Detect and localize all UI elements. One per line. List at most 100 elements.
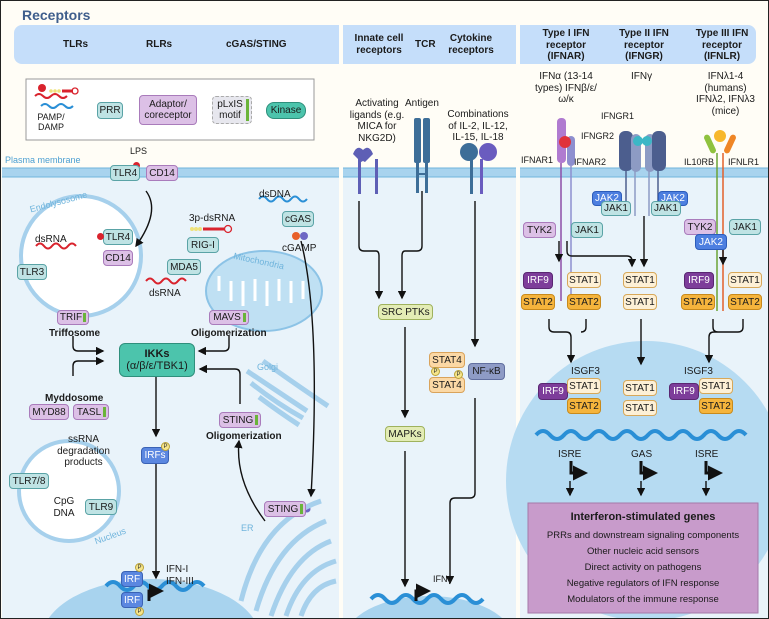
motif-bar — [300, 504, 303, 514]
mda5: MDA5 — [167, 259, 201, 275]
antigen-label: Antigen — [405, 98, 439, 109]
tlr4-membrane: TLR4 — [110, 165, 140, 181]
er-label: ER — [241, 523, 254, 533]
isg-item: Modulators of the immune response — [567, 594, 719, 605]
dsdna-label: dsDNA — [259, 189, 291, 200]
stat1-nuc-2: STAT1 — [623, 380, 657, 396]
cytokine-receptors — [460, 143, 497, 194]
jak2-ifnlr: JAK2 — [695, 234, 727, 250]
cd14-endo: CD14 — [103, 250, 133, 266]
isg-item: PRRs and downstream signaling components — [546, 530, 740, 541]
ikks-subunits: (α/β/ε/TBK1) — [126, 360, 188, 372]
motif-bar — [246, 99, 249, 121]
header-tcr: TCR — [415, 39, 436, 50]
sting-er: STING — [264, 501, 306, 517]
trif: TRIF — [57, 310, 89, 325]
gas-label: GAS — [631, 449, 653, 460]
jak1-ifnar: JAK1 — [571, 222, 603, 238]
cgas: cGAS — [282, 211, 314, 227]
oligomerization-label-sting: Oligomerization — [206, 431, 282, 442]
nf-kb: NF-κB — [468, 363, 505, 380]
rig-i: RIG-I — [187, 237, 219, 253]
motif-bar — [255, 415, 258, 425]
legend-adaptor: Adaptor/ coreceptor — [139, 95, 197, 125]
sting-golgi: STING — [219, 412, 261, 428]
phospho-icon: P — [135, 607, 144, 616]
stat2-3: STAT2 — [681, 294, 715, 310]
header-rlrs: RLRs — [146, 39, 173, 50]
sting-label: STING — [267, 503, 299, 515]
stat1-3: STAT1 — [623, 294, 657, 310]
src-ptks: SRC PTKs — [378, 304, 433, 320]
stat2-1: STAT2 — [521, 294, 555, 310]
isgf3-label-1: ISGF3 — [571, 366, 600, 377]
ifnlr — [704, 130, 736, 311]
stat2-4: STAT2 — [728, 294, 762, 310]
legend-kinase: Kinase — [266, 102, 306, 119]
stat4-top: STAT4 — [429, 352, 465, 368]
tasl-label: TASL — [76, 406, 102, 418]
motif-bar — [243, 313, 246, 322]
phospho-icon: P — [431, 367, 440, 376]
ifnar1-label: IFNAR1 — [521, 155, 554, 165]
ssrna-label: ssRNA degradation products — [57, 434, 110, 468]
ifn-output-label: IFN-I IFN-III — [166, 564, 194, 587]
header-type2: Type II IFN receptor (IFNGR) — [619, 28, 669, 62]
lps-dot-endo — [97, 233, 104, 240]
stat1-4: STAT1 — [728, 272, 762, 288]
stat2-2: STAT2 — [567, 294, 601, 310]
mapks: MAPKs — [385, 426, 425, 442]
stat1-nuc-1: STAT1 — [567, 378, 601, 394]
ifngr1-label: IFNGR1 — [601, 111, 635, 121]
phospho-icon: P — [454, 370, 463, 379]
stat4-bottom: STAT4 — [429, 377, 465, 393]
legend-pamp: PAMP/ DAMP — [37, 112, 65, 133]
legend-prr: PRR — [97, 102, 123, 119]
triffosome-label: Triffosome — [49, 328, 101, 339]
trif-label: TRIF — [59, 312, 83, 323]
header-band — [14, 25, 756, 64]
jak1-ifnlr: JAK1 — [729, 219, 761, 235]
jak1-left: JAK1 — [601, 201, 631, 216]
phospho-icon: P — [135, 563, 144, 572]
stat1-2: STAT1 — [623, 272, 657, 288]
ifnlr1-label: IFNLR1 — [728, 157, 760, 167]
ikks: IKKs (α/β/ε/TBK1) — [119, 343, 195, 377]
jak1-right: JAK1 — [651, 201, 681, 216]
ikks-label: IKKs — [144, 348, 170, 360]
myd88: MYD88 — [29, 404, 69, 420]
stat2-nuc-1: STAT2 — [567, 398, 601, 414]
irf-top: IRF — [121, 571, 143, 587]
il10rb-label: IL10RB — [684, 157, 715, 167]
oligomerization-label-mavs: Oligomerization — [191, 328, 267, 339]
ifng-ligand-label: IFNγ — [631, 71, 653, 82]
isg-item: Negative regulators of IFN response — [566, 578, 720, 589]
myddosome-label: Myddosome — [45, 393, 104, 404]
tlr9: TLR9 — [85, 499, 117, 515]
ifnl-ligands-label: IFNλ1-4 (humans) IFNλ2, IFNλ3 (mice) — [696, 71, 755, 117]
golgi — [245, 358, 330, 428]
irf9-nuc-2: IRF9 — [669, 383, 699, 400]
nucleus-left — [48, 579, 254, 618]
isg-title: Interferon-stimulated genes — [570, 511, 716, 523]
ifna-ligands-label: IFNα (13-14 types) IFNβ/ε/ω/κ — [535, 71, 597, 105]
innate-cell-receptors — [353, 147, 378, 194]
irf-bottom: IRF — [121, 592, 143, 608]
3p-dsrna-label: 3p-dsRNA — [189, 213, 236, 224]
isgf3-label-2: ISGF3 — [684, 366, 713, 377]
tcr — [414, 118, 430, 193]
cd14-membrane: CD14 — [146, 165, 178, 181]
cpg-dna-label: CpG DNA — [53, 496, 75, 519]
pamp-dot — [38, 84, 46, 92]
legend-motif-label: pLxIS motif — [217, 99, 243, 121]
ifnar2-label: IFNAR2 — [574, 157, 607, 167]
endoplasmic-reticulum — [238, 498, 337, 617]
cgamp-label: cGAMP — [282, 243, 317, 254]
phospho-icon: P — [161, 442, 170, 451]
isre-label-1: ISRE — [558, 449, 582, 460]
irf9-nuc-1: IRF9 — [538, 383, 568, 400]
motif-bar — [103, 407, 106, 417]
irfs: IRFs — [141, 447, 169, 464]
stat1-nuc-3: STAT1 — [623, 400, 657, 416]
tlr4-endo: TLR4 — [103, 229, 133, 245]
